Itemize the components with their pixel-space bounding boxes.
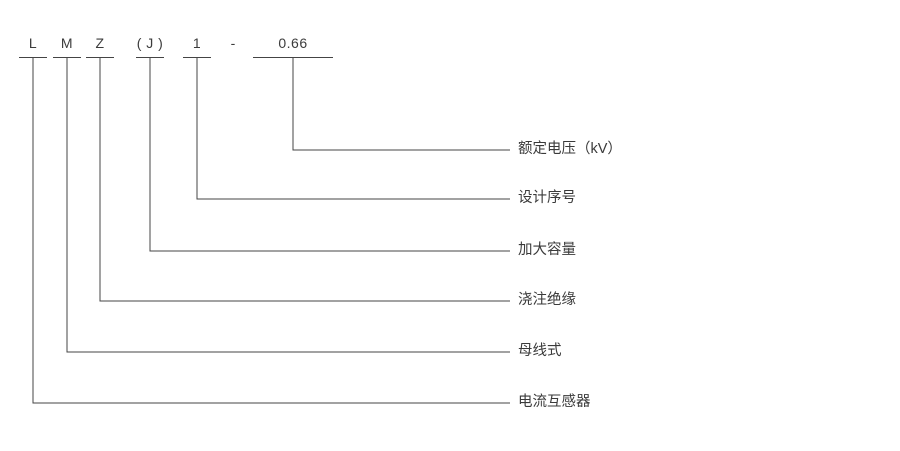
code-segment-J: ( J ): [136, 35, 164, 51]
code-segment-0.66: 0.66: [278, 35, 308, 51]
callout-leader-lines: [32, 57, 510, 404]
callout-design-serial-leader: [196, 57, 510, 200]
callout-busbar-type-leader: [66, 57, 510, 353]
callout-design-serial-label: 设计序号: [518, 190, 576, 206]
code-segment-L: L: [28, 35, 38, 51]
callout-current-transformer-label: 电流互感器: [518, 394, 591, 410]
code-segment-1: 1: [192, 35, 202, 51]
callout-rated-voltage-label: 额定电压（kV）: [518, 141, 622, 157]
code-segment-Z: Z: [95, 35, 105, 51]
callout-cast-insulation-leader: [99, 57, 510, 302]
code-segment-: -: [230, 35, 236, 51]
callout-increased-capacity-leader: [149, 57, 510, 252]
callout-current-transformer-leader: [32, 57, 510, 404]
callout-rated-voltage-leader: [292, 57, 510, 151]
callout-cast-insulation-label: 浇注绝缘: [518, 292, 576, 308]
callout-increased-capacity-label: 加大容量: [518, 242, 576, 258]
callout-busbar-type-label: 母线式: [518, 343, 562, 359]
code-segment-M: M: [60, 35, 74, 51]
